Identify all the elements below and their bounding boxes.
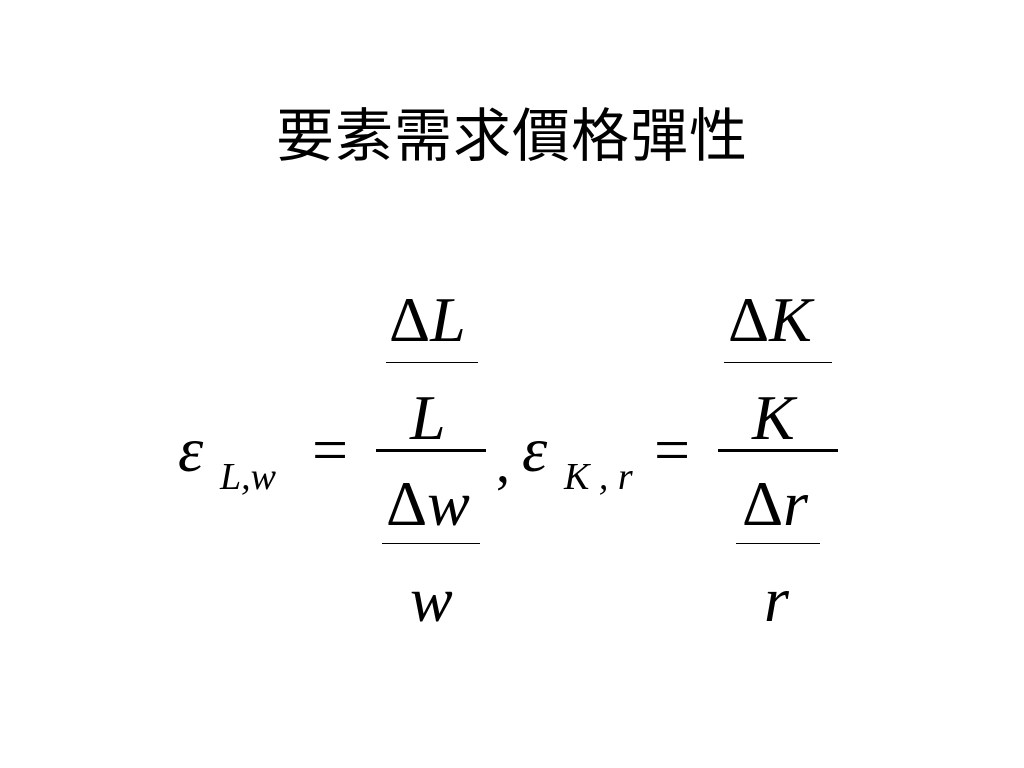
delta-rent-numerator: Δr <box>742 468 809 539</box>
equals-sign-capital: = <box>654 414 691 485</box>
main-fraction-bar-labor <box>376 449 486 452</box>
rent-denominator: r <box>764 564 789 635</box>
epsilon-symbol-capital: ε <box>522 414 548 485</box>
inner-fraction-bar-capital <box>724 362 832 363</box>
capital-denominator: K <box>752 382 795 453</box>
equals-sign-labor: = <box>312 414 349 485</box>
labor-denominator: L <box>410 382 446 453</box>
formula-separator-comma: , <box>496 433 510 495</box>
wage-denominator: w <box>410 564 453 635</box>
delta-capital-numerator: ΔK <box>728 284 812 355</box>
subscript-capital-rent: K , r <box>564 456 633 498</box>
delta-labor-numerator: ΔL <box>389 284 466 355</box>
inner-fraction-bar-wage <box>382 543 480 544</box>
inner-fraction-bar-labor <box>386 362 478 363</box>
subscript-labor-wage: L,w <box>220 456 276 498</box>
slide-title: 要素需求價格彈性 <box>275 102 748 170</box>
inner-fraction-bar-rent <box>736 543 820 544</box>
delta-wage-numerator: Δw <box>386 468 470 539</box>
epsilon-symbol-labor: ε <box>178 414 204 485</box>
main-fraction-bar-capital <box>718 449 838 452</box>
